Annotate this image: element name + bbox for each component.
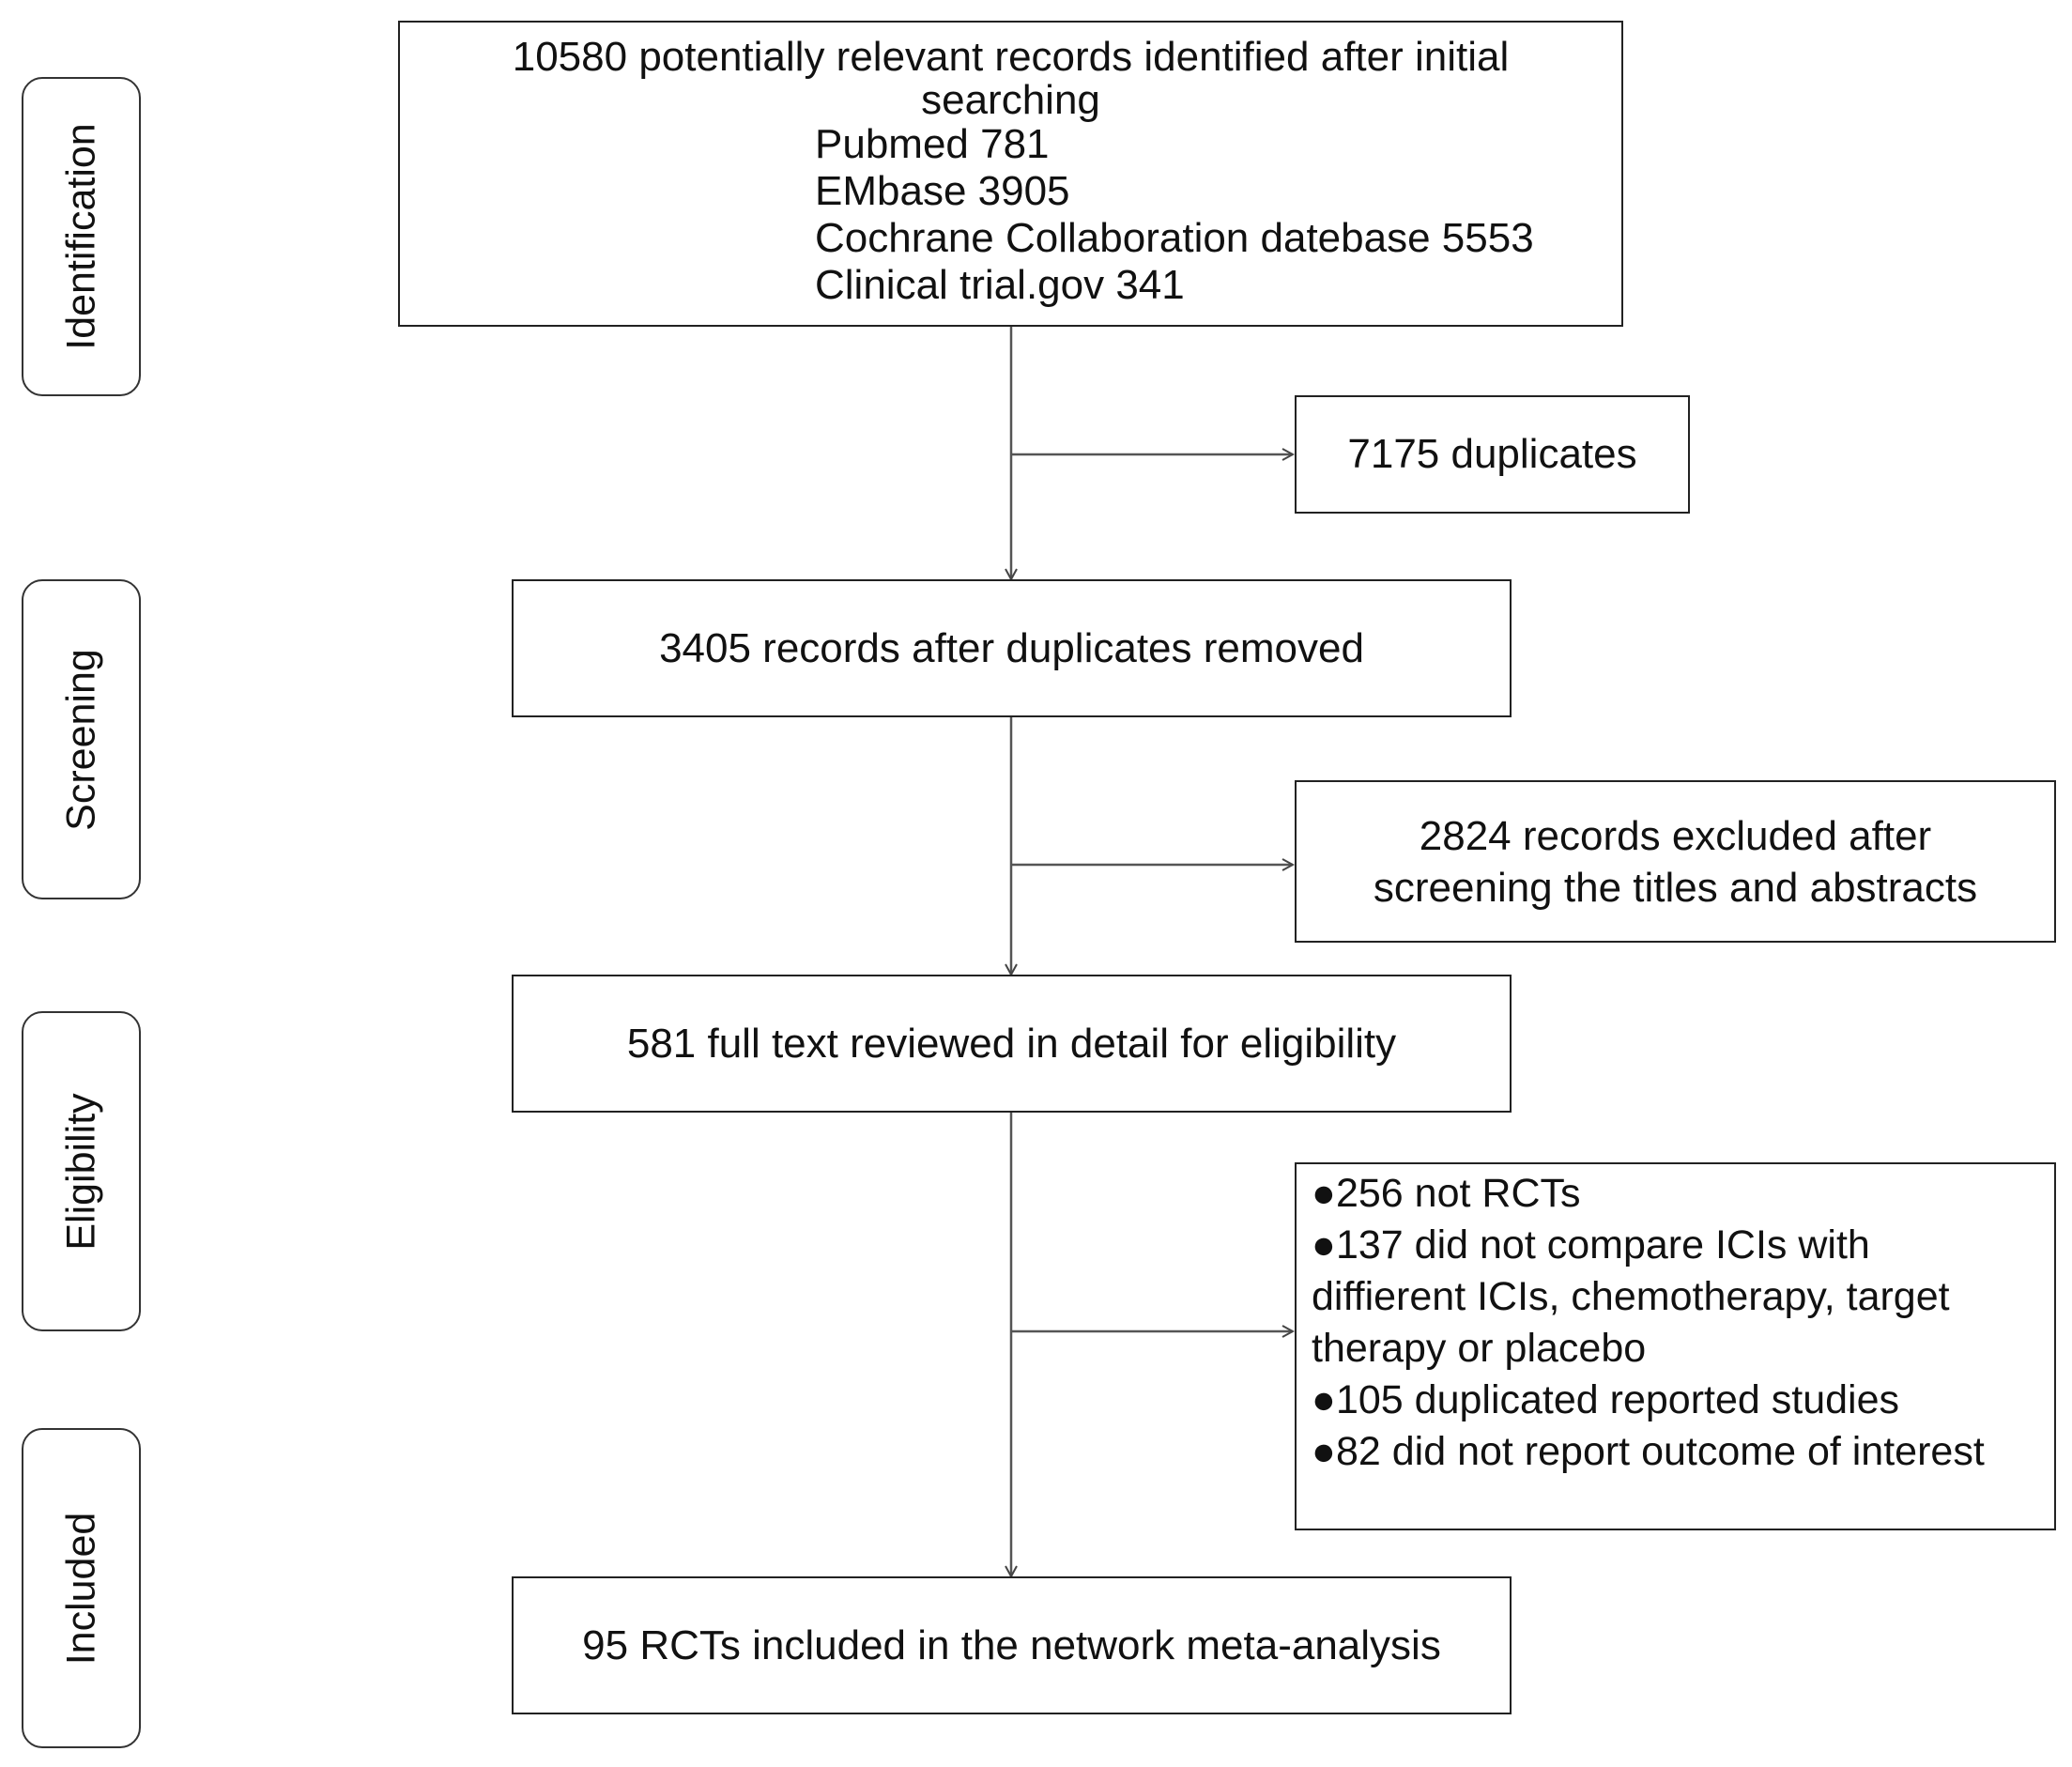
phase-identification-label: Identification <box>58 123 103 350</box>
phase-included-label: Included <box>58 1512 103 1665</box>
identification-box: 10580 potentially relevant records ident… <box>398 21 1623 327</box>
screening-exclusion-box: 2824 records excluded after screening th… <box>1295 780 2056 943</box>
exclusion-no-comparison-line-3: therapy or placebo <box>1312 1326 1647 1371</box>
eligibility-box: 581 full text reviewed in detail for eli… <box>512 975 1512 1113</box>
identification-heading-line-2: searching <box>921 77 1100 123</box>
included-text: 95 RCTs included in the network meta-ana… <box>582 1621 1441 1668</box>
identification-heading-line-1: 10580 potentially relevant records ident… <box>512 34 1510 80</box>
phase-eligibility: Eligibility <box>22 1011 141 1331</box>
screening-box: 3405 records after duplicates removed <box>512 579 1512 717</box>
exclusion-no-outcome: ●82 did not report outcome of interest <box>1312 1429 1985 1474</box>
phase-included: Included <box>22 1428 141 1748</box>
exclusion-duplicated-studies: ●105 duplicated reported studies <box>1312 1377 1899 1422</box>
eligibility-exclusion-box: ●256 not RCTs ●137 did not compare ICIs … <box>1295 1162 2056 1530</box>
source-embase: EMbase 3905 <box>815 168 1070 214</box>
phase-eligibility-label: Eligibility <box>58 1092 103 1251</box>
source-cochrane: Cochrane Collaboration datebase 5553 <box>815 215 1534 261</box>
phase-screening-label: Screening <box>58 648 103 831</box>
exclusion-no-comparison-line-2: diffierent ICIs, chemotherapy, target <box>1312 1274 1950 1319</box>
screening-exclusion-line-1: 2824 records excluded after <box>1419 812 1932 859</box>
phase-identification: Identification <box>22 77 141 396</box>
source-pubmed: Pubmed 781 <box>815 121 1050 167</box>
duplicates-text: 7175 duplicates <box>1347 431 1637 477</box>
included-box: 95 RCTs included in the network meta-ana… <box>512 1576 1512 1714</box>
screening-text: 3405 records after duplicates removed <box>659 624 1364 671</box>
source-clinicaltrials: Clinical trial.gov 341 <box>815 262 1185 308</box>
eligibility-text: 581 full text reviewed in detail for eli… <box>626 1020 1397 1067</box>
phase-screening: Screening <box>22 579 141 899</box>
exclusion-not-rcts: ●256 not RCTs <box>1312 1171 1581 1216</box>
duplicates-box: 7175 duplicates <box>1295 395 1690 514</box>
exclusion-no-comparison-line-1: ●137 did not compare ICIs with <box>1312 1222 1870 1268</box>
screening-exclusion-line-2: screening the titles and abstracts <box>1373 864 1978 911</box>
identification-source-list: Pubmed 781 EMbase 3905 Cochrane Collabor… <box>815 121 1534 309</box>
